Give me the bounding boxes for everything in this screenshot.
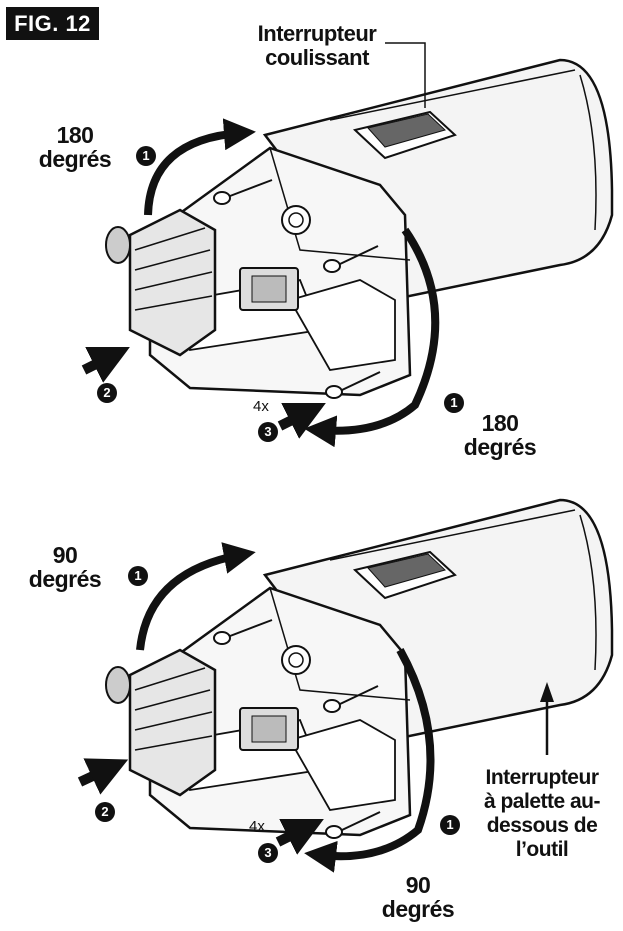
slide-switch-label: Interrupteur coulissant	[257, 21, 377, 70]
step-3-badge-top: 3	[258, 422, 278, 442]
rotation-label-bottom-left: 90 degrés	[28, 542, 102, 592]
step-3-badge-bottom: 3	[258, 843, 278, 863]
step-1-badge-bottom-b: 1	[440, 815, 460, 835]
slide-switch-leader	[385, 42, 426, 108]
multiplier-top: 4x	[253, 398, 269, 415]
rotation-arrows-bottom	[136, 542, 435, 873]
push-arrows-top	[81, 347, 326, 439]
rotation-label-bottom-right: 90 degrés	[381, 872, 455, 922]
step-2-badge-bottom: 2	[95, 802, 115, 822]
step-1-badge-bottom-a: 1	[128, 566, 148, 586]
step-1-badge-top-a: 1	[136, 146, 156, 166]
step-2-badge-top: 2	[97, 383, 117, 403]
paddle-switch-arrow	[540, 682, 554, 755]
figure-tag: FIG. 12	[6, 7, 99, 40]
push-arrows-bottom	[77, 758, 324, 855]
paddle-switch-label: Interrupteur à palette au- dessous de l’…	[483, 766, 601, 861]
step-1-badge-top-b: 1	[444, 393, 464, 413]
multiplier-bottom: 4x	[249, 818, 265, 835]
grinder-top	[104, 58, 614, 400]
rotation-arrows-top	[144, 118, 440, 448]
rotation-label-top-right: 180 degrés	[463, 410, 537, 460]
rotation-label-top-left: 180 degrés	[38, 122, 112, 172]
